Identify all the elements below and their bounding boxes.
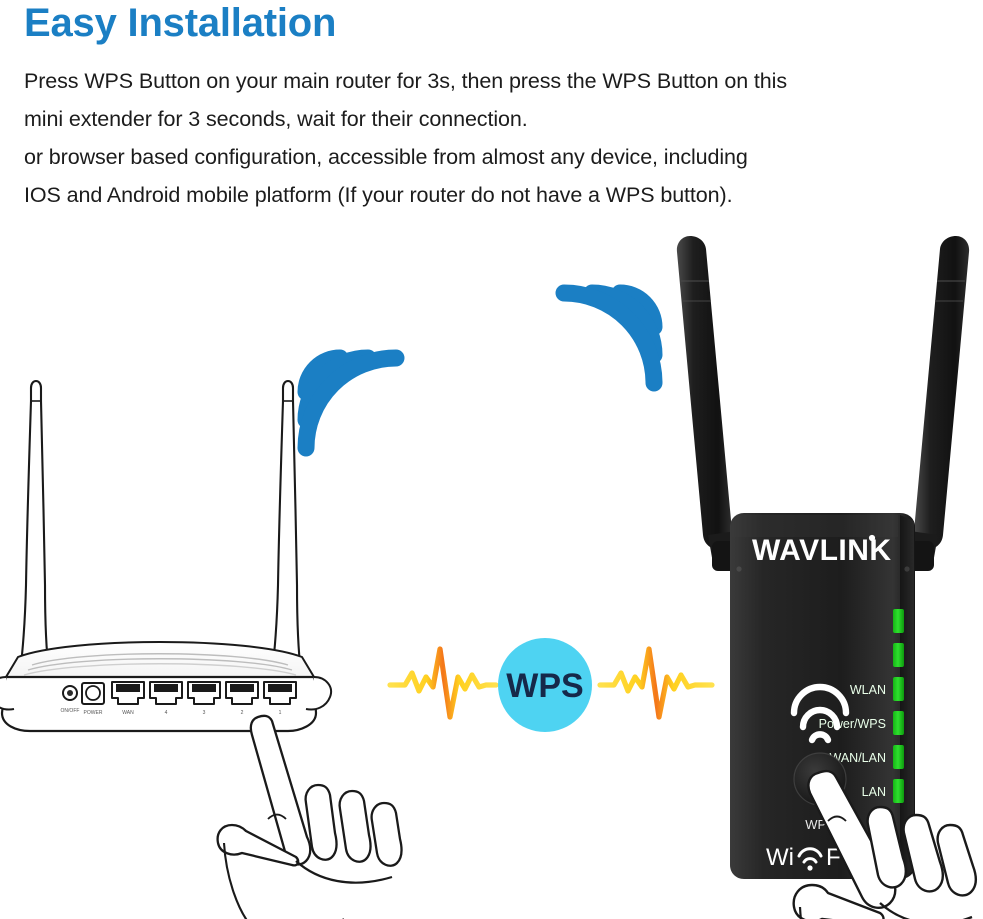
instruction-line-4: IOS and Android mobile platform (If your… <box>24 183 733 207</box>
wifi-arcs-left-icon <box>297 349 405 457</box>
led-indicator <box>893 745 904 769</box>
router-lan-port-4: 4 <box>149 681 183 716</box>
page-title: Easy Installation <box>24 1 337 45</box>
router-port-label: 2 <box>241 710 244 716</box>
signal-waveform-left-icon <box>387 646 499 720</box>
hand-pressing-router-wps <box>216 714 403 919</box>
extender-led-panel: WLAN Power/WPS WAN/LAN LAN <box>819 609 904 803</box>
router-antenna-left <box>18 379 51 675</box>
extender-brand-logo: WAVLINK <box>752 534 892 567</box>
router-lan-port-1: 1 <box>263 681 297 716</box>
wifi-wordmark-arc-icon <box>797 847 823 871</box>
wifi-range-extender: WAVLINK WLAN Power/WPS WAN/LAN LAN <box>676 236 970 879</box>
wps-badge: WPS <box>498 638 592 732</box>
led-indicator <box>893 677 904 701</box>
brand-wordmark: WAVLINK <box>752 534 892 567</box>
instruction-line-1: Press WPS Button on your main router for… <box>24 69 787 93</box>
router-lan-port-3: 3 <box>187 681 221 716</box>
led-label-wan-lan: WAN/LAN <box>830 751 887 765</box>
led-label-power-wps: Power/WPS <box>819 717 886 731</box>
wifi-wordmark-f: F <box>826 844 841 871</box>
router-port-label: POWER <box>84 710 103 716</box>
wps-badge-label: WPS <box>506 667 583 705</box>
router-port-label: 3 <box>203 710 206 716</box>
router-antenna-right <box>270 379 303 675</box>
router-port-label: ON/OFF <box>61 708 80 714</box>
extender-antenna-right <box>904 236 970 569</box>
led-indicator <box>893 711 904 735</box>
wifi-wordmark-wi: Wi <box>766 844 794 871</box>
router-power-port: POWER <box>81 682 105 716</box>
extender-body <box>730 513 915 879</box>
router-lan-port-2: 2 <box>225 681 259 716</box>
instruction-paragraph: Press WPS Button on your main router for… <box>24 62 974 214</box>
router-port-label: WAN <box>122 710 134 716</box>
router-port-label: 1 <box>279 710 282 716</box>
instruction-line-3: or browser based configuration, accessib… <box>24 145 748 169</box>
wifi-arcs-right-icon <box>555 284 663 392</box>
hand-pressing-extender-wps <box>792 769 977 919</box>
led-label-wlan: WLAN <box>850 683 886 697</box>
extender-antenna-left <box>676 236 742 569</box>
router-port-row: ON/OFF POWER WAN 4 3 <box>61 681 297 716</box>
led-indicator <box>893 779 904 803</box>
instruction-line-2: mini extender for 3 seconds, wait for th… <box>24 107 528 131</box>
installation-diagram: ON/OFF POWER WAN 4 3 <box>0 225 983 919</box>
main-router: ON/OFF POWER WAN 4 3 <box>0 379 332 733</box>
extender-wifi-arc-icon <box>790 683 850 744</box>
signal-waveform-right-icon <box>597 646 715 720</box>
led-indicator <box>893 609 904 633</box>
router-port-label: 4 <box>165 710 168 716</box>
led-indicator <box>893 643 904 667</box>
extender-wifi-wordmark: Wi F <box>766 844 841 871</box>
router-wan-port: WAN <box>111 681 145 716</box>
router-onoff-port: ON/OFF <box>61 685 80 714</box>
led-label-lan: LAN <box>862 785 886 799</box>
